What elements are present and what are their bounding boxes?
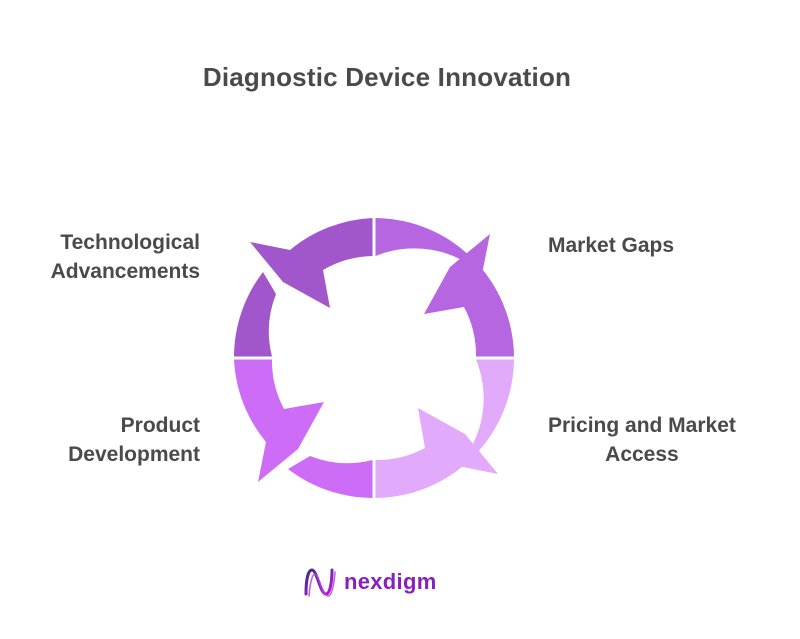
segment-product-development [234, 359, 373, 498]
brand-logo: nexdigm [300, 562, 437, 602]
segment-technological-advancements [234, 218, 373, 357]
label-line: Advancements [50, 260, 200, 283]
label-market-gaps: Market Gaps [548, 231, 674, 260]
innovation-cycle-diagram [234, 218, 514, 498]
label-line: Product [120, 414, 200, 437]
segment-market-gaps [375, 218, 514, 357]
label-line: Access [605, 443, 679, 466]
label-product-development: Product Development [68, 411, 200, 469]
label-line: Pricing and Market [548, 414, 736, 437]
label-pricing-and-market-access: Pricing and Market Access [548, 411, 736, 469]
label-technological-advancements: Technological Advancements [51, 228, 200, 286]
diagram-title: Diagnostic Device Innovation [202, 62, 572, 92]
nexdigm-logo-icon [304, 568, 336, 597]
label-line: Development [68, 443, 200, 466]
segment-pricing-and-market-access [375, 359, 514, 498]
brand-name: nexdigm [344, 569, 437, 594]
label-line: Market Gaps [548, 234, 675, 257]
label-line: Technological [60, 231, 200, 254]
